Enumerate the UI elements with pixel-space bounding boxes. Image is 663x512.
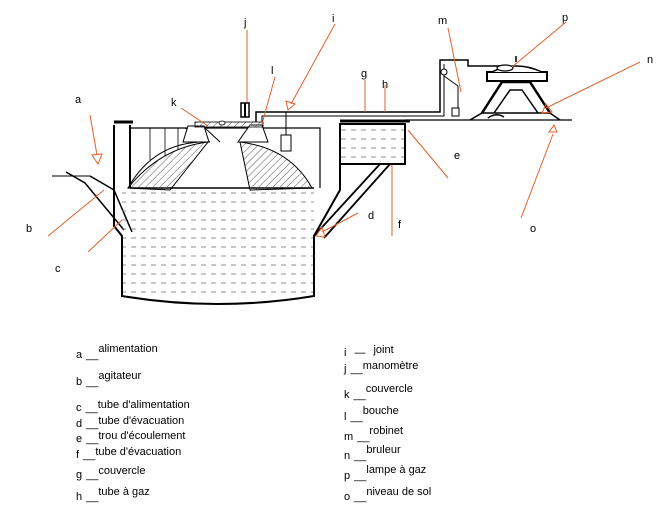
legend-text: couvercle: [366, 383, 413, 395]
svg-text:o__niveau de sol: o__niveau de sol: [344, 486, 431, 503]
legend-letter: l: [344, 411, 346, 423]
legend-text: manomètre: [363, 360, 419, 372]
pointer-arrows: [47, 21, 641, 253]
gas-dome: [126, 120, 313, 191]
legend-letter: f: [76, 449, 80, 461]
legend-letter: h: [76, 491, 82, 503]
legend-letter: c: [76, 402, 82, 414]
legend-text: tube d'évacuation: [98, 415, 184, 427]
legend-text: niveau de sol: [366, 486, 431, 498]
letter-n: n: [647, 54, 653, 66]
letter-a: a: [75, 94, 82, 106]
letter-g: g: [361, 68, 367, 80]
svg-text:g__couvercle: g__couvercle: [76, 465, 145, 481]
legend-letter: d: [76, 418, 82, 430]
outlet-pipe: [313, 163, 391, 239]
legend-letter: j: [343, 363, 346, 375]
gas-pipe: [255, 59, 500, 152]
svg-text:j__manomètre: j__manomètre: [343, 360, 418, 375]
legend-text: couvercle: [98, 465, 145, 477]
legend-left: a__alimentation b__agitateur c__tube d'a…: [76, 343, 190, 503]
legend-text: tube d'alimentation: [98, 399, 190, 411]
legend-text: robinet: [369, 425, 403, 437]
svg-text:l__bouche: l__bouche: [344, 405, 399, 423]
legend-text: bruleur: [366, 444, 401, 456]
legend-letter: p: [344, 470, 350, 482]
svg-text:a__alimentation: a__alimentation: [76, 343, 158, 361]
legend-letter: b: [76, 376, 82, 388]
letter-m: m: [438, 15, 447, 27]
legend-text: bouche: [363, 405, 399, 417]
manometer: [240, 102, 250, 118]
legend-right: i—joint j__manomètre k__couvercle l__bou…: [343, 344, 431, 503]
legend-letter: g: [76, 469, 82, 481]
legend-text: agitateur: [98, 370, 141, 382]
legend-letter: o: [344, 491, 350, 503]
legend-letter: e: [76, 433, 82, 445]
svg-text:k__couvercle: k__couvercle: [344, 383, 413, 401]
svg-text:d__tube d'évacuation: d__tube d'évacuation: [76, 415, 184, 430]
legend-letter: k: [344, 389, 350, 401]
gas-burner: [469, 56, 561, 121]
letter-j: j: [243, 17, 246, 29]
letter-h: h: [382, 79, 388, 91]
svg-text:p__lampe à gaz: p__lampe à gaz: [344, 464, 426, 482]
legend-letter: n: [344, 450, 350, 462]
svg-text:e__trou d'écoulement: e__trou d'écoulement: [76, 430, 185, 445]
letter-b: b: [26, 223, 32, 235]
letter-l: l: [271, 65, 273, 77]
svg-text:c__tube d'alimentation: c__tube d'alimentation: [76, 399, 190, 414]
svg-text:b__agitateur: b__agitateur: [76, 370, 142, 388]
letter-k: k: [171, 97, 177, 109]
svg-text:m__robinet: m__robinet: [344, 425, 403, 443]
letter-i: i: [332, 13, 334, 25]
svg-text:n__bruleur: n__bruleur: [344, 444, 401, 462]
legend-text: tube d'évacuation: [95, 446, 181, 458]
legend-text: lampe à gaz: [366, 464, 426, 476]
svg-text:h__tube à gaz: h__tube à gaz: [76, 486, 150, 503]
digester-tank: [113, 120, 341, 305]
svg-text:i—joint: i—joint: [344, 344, 394, 359]
ground-line: [52, 119, 572, 177]
outlet-tank: [339, 119, 410, 165]
legend-text: alimentation: [98, 343, 157, 355]
letter-c: c: [55, 263, 61, 275]
legend-letter: a: [76, 349, 83, 361]
letter-p: p: [562, 12, 568, 24]
gas-tap: [440, 68, 460, 117]
svg-text:f__tube d'évacuation: f__tube d'évacuation: [76, 446, 181, 461]
legend-letter: i: [344, 347, 346, 359]
diagram-letters: a b c d e f g h i j k l m n o p: [26, 12, 653, 275]
legend-letter: m: [344, 431, 353, 443]
legend-text: trou d'écoulement: [98, 430, 185, 442]
letter-e: e: [454, 150, 460, 162]
letter-f: f: [398, 219, 402, 231]
legend-text: tube à gaz: [98, 486, 149, 498]
legend-text: joint: [372, 344, 393, 356]
letter-d: d: [368, 210, 374, 222]
letter-o: o: [530, 223, 536, 235]
